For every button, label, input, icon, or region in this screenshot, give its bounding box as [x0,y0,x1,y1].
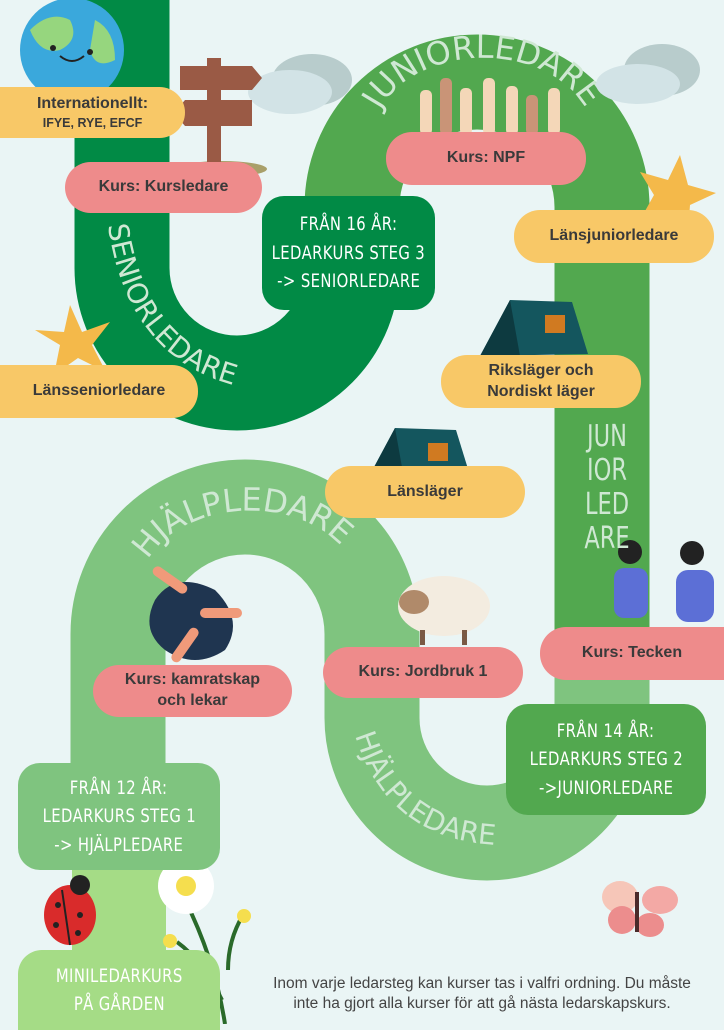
lanslager-box: Länsläger [325,466,525,518]
role-label: Länsjuniorledare [549,227,679,245]
step-line: FRÅN 14 ÅR: [557,719,655,742]
step-line: ->JUNIORLEDARE [538,776,674,799]
ladybug-icon [44,875,96,946]
international-title: Internationellt: [36,94,149,112]
step-line: MINILEDARKURS [55,964,183,987]
step1-box: FRÅN 12 ÅR: LEDARKURS STEG 1 -> HJÄLPLED… [18,763,220,870]
course-tecken: Kurs: Tecken [540,627,724,680]
step-line: -> HJÄLPLEDARE [54,833,184,856]
people-signing-icon [614,540,714,622]
sheep-icon [398,576,490,645]
course-kamratskap: Kurs: kamratskap och lekar [93,665,292,717]
butterfly-icon [602,881,678,937]
rikslager-box: Riksläger och Nordiskt läger [441,355,641,408]
footer-line: Inom varje ledarsteg kan kurser tas i va… [273,975,691,992]
step-line: LEDARKURS STEG 3 [271,241,426,264]
lansseniorledare-box: Länsseniorledare [0,365,198,418]
signpost-icon [174,58,267,177]
mini-step-box: MINILEDARKURS PÅ GÅRDEN [18,950,220,1030]
course-label: Kurs: Tecken [581,644,683,662]
senior-road [74,0,400,431]
step2-box: FRÅN 14 ÅR: LEDARKURS STEG 2 ->JUNIORLED… [506,704,706,815]
vertical-label-line: JUN [587,419,627,454]
international-subtitle: IFYE, RYE, EFCF [42,115,143,130]
step-line: FRÅN 16 ÅR: [299,213,398,236]
vertical-label-line: ARE [584,521,630,556]
helper-road [70,459,650,881]
role-label: Länsseniorledare [32,382,166,400]
camp-label: Länsläger [387,482,463,500]
course-label: Kurs: Jordbruk 1 [358,663,488,681]
course-jordbruk: Kurs: Jordbruk 1 [323,647,523,698]
vertical-label-line: LED [584,487,630,522]
footer-line: inte ha gjort alla kurser för att gå näs… [293,995,671,1012]
course-npf: Kurs: NPF [386,132,586,185]
footer-note: Inom varje ledarsteg kan kurser tas i va… [240,974,724,1014]
tent-icon [480,300,588,356]
raised-hands-icon [420,78,560,135]
cloud-icon [248,54,352,114]
course-label-line: och lekar [157,692,228,709]
step3-box: FRÅN 16 ÅR: LEDARKURS STEG 3 -> SENIORLE… [262,196,435,310]
lansjuniorledare-box: Länsjuniorledare [514,210,714,263]
step-line: PÅ GÅRDEN [73,993,165,1015]
friendship-hands-icon [149,566,242,663]
junior-vertical-label: JUN IOR LED ARE [572,420,642,556]
camp-label-line: Nordiskt läger [487,382,595,400]
international-box: Internationellt: IFYE, RYE, EFCF [0,87,185,138]
step-line: LEDARKURS STEG 1 [42,805,196,828]
cloud-icon [596,44,700,104]
course-label: Kurs: Kursledare [98,178,229,196]
step-line: LEDARKURS STEG 2 [529,748,683,771]
vertical-label-line: IOR [587,453,627,488]
junior-road [304,34,650,650]
course-kursledare: Kurs: Kursledare [65,162,262,213]
star-icon [35,305,110,375]
camp-label-line: Riksläger och [488,361,594,379]
earth-icon [20,0,124,102]
step-line: -> SENIORLEDARE [276,270,421,293]
course-label-line: Kurs: kamratskap [124,671,261,689]
course-label: Kurs: NPF [446,149,526,167]
step-line: FRÅN 12 ÅR: [70,776,168,799]
